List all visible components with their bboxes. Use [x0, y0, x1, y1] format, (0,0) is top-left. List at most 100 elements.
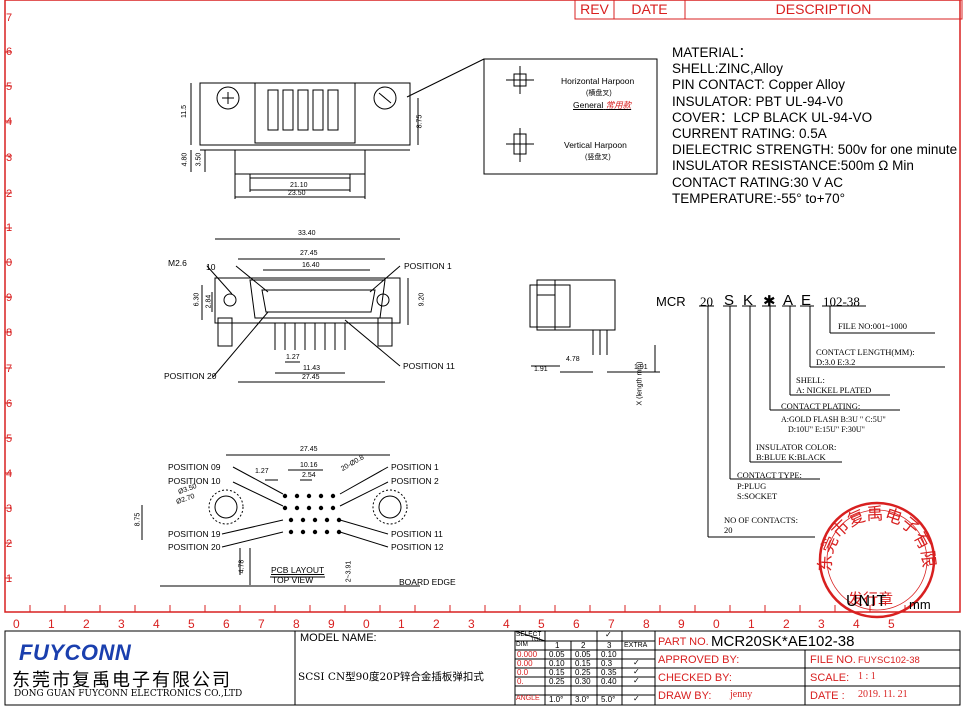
- bottom-tick: 3: [818, 617, 825, 631]
- pcb-position-09: POSITION 09: [168, 462, 221, 472]
- pn-shell-title: SHELL:: [796, 375, 825, 385]
- left-tick: 6: [6, 46, 13, 58]
- spec-line: TEMPERATURE:-55° to+70°: [672, 190, 845, 206]
- tol-cell: 1.0°: [549, 695, 564, 704]
- bottom-tick: 0: [713, 617, 720, 631]
- dim-front-w-bot2: 27.45: [302, 374, 320, 381]
- tol-cell: ✓: [633, 658, 640, 667]
- tol-cell: 0.30: [575, 677, 591, 686]
- tol-col-2: 2: [581, 641, 586, 650]
- bottom-tick: 6: [223, 617, 230, 631]
- left-tick: 1: [6, 573, 13, 585]
- tol-col-3: 3: [607, 641, 612, 650]
- bottom-tick: 4: [503, 617, 510, 631]
- date-value: 2019. 11. 21: [858, 689, 908, 700]
- part-code-file: 102-38: [823, 294, 860, 309]
- left-tick: 2: [6, 538, 13, 550]
- unit-label: UNIT: [846, 593, 888, 610]
- part-code-type: S: [724, 292, 735, 309]
- m2-6-label: M2.6: [168, 258, 187, 268]
- tol-cell: 3.0°: [575, 695, 590, 704]
- spec-line: COVER：LCP BLACK UL-94-VO: [672, 109, 873, 125]
- pn-insulator-title: INSULATOR COLOR:: [756, 442, 837, 452]
- bottom-tick: 5: [188, 617, 195, 631]
- unit-value: mm: [909, 597, 931, 612]
- dim-top-h1: 11.5: [181, 104, 189, 119]
- company-name-en: DONG GUAN FUYCONN ELECTRONICS CO.,LTD: [14, 689, 243, 699]
- pcb-position-12: POSITION 12: [391, 542, 444, 552]
- pn-plating-line2: D:10U" E:15U" F:30U": [788, 425, 865, 434]
- tol-cell: 0.00: [517, 659, 533, 668]
- pcb-position-10: POSITION 10: [168, 476, 221, 486]
- part-prefix: MCR: [656, 294, 686, 309]
- x-length-label: X (length mm): [636, 361, 644, 406]
- bottom-tick: 4: [853, 617, 860, 631]
- dim-top-h3: 4.80: [181, 152, 189, 167]
- board-edge-label: BOARD EDGE: [399, 577, 456, 587]
- bottom-tick: 8: [293, 617, 300, 631]
- model-name-value: SCSI CN型90度20P锌合金插板弹扣式: [298, 671, 484, 683]
- harpoon-vertical-cn: (竖盘叉): [585, 154, 611, 161]
- tol-cell: 0.10: [549, 659, 565, 668]
- pn-contacts-val: 20: [724, 525, 733, 535]
- pcb-position-19: POSITION 19: [168, 529, 221, 539]
- part-code-shell: A: [783, 292, 794, 309]
- dim-pcb-h-side: 8.75: [134, 512, 142, 527]
- top-view-title: TOP VIEW: [272, 575, 314, 585]
- left-tick: 7: [6, 363, 13, 375]
- bottom-tick: 0: [13, 617, 20, 631]
- left-tick: 8: [6, 327, 13, 339]
- part-no-label: PART NO.: [658, 636, 709, 648]
- revision-header: REV DATE DESCRIPTION: [575, 0, 963, 19]
- dim-front-w-inner: 16.40: [302, 262, 320, 269]
- bottom-tick: 7: [258, 617, 265, 631]
- draw-by-label: DRAW BY:: [658, 690, 712, 702]
- pcb-layout-title: PCB LAYOUT: [271, 565, 325, 575]
- pn-plating-line1: A:GOLD FLASH B:3U " C:5U": [781, 415, 886, 424]
- position-20-label: POSITION 20: [164, 371, 217, 381]
- harpoon-horizontal-cn: (横盘叉): [586, 90, 612, 97]
- model-name-label: MODEL NAME:: [300, 632, 377, 644]
- spec-line: INSULATOR RESISTANCE:500m Ω Min: [672, 158, 914, 174]
- file-no-label: FILE NO.: [810, 654, 856, 666]
- spec-line: INSULATOR: PBT UL-94-V0: [672, 93, 844, 109]
- tol-tol-label: TOL: [531, 637, 542, 643]
- left-tick: 4: [6, 116, 13, 128]
- file-no-value: FUYSC102-38: [858, 655, 920, 666]
- part-code-contacts: 20: [700, 294, 713, 309]
- tol-cell: 0.: [517, 677, 524, 686]
- bottom-tick: 9: [678, 617, 685, 631]
- company-name-cn: 东莞市复禹电子有限公司: [12, 670, 232, 691]
- general-en: General: [573, 100, 604, 110]
- tol-col-1: 1: [555, 641, 560, 650]
- tol-cell: 0.05: [549, 650, 565, 659]
- dim-top-w1: 21.10: [290, 182, 308, 189]
- tol-dim-label: DIM: [516, 641, 528, 648]
- dim-side-d1: 4.78: [566, 356, 580, 363]
- dim-pcb-w-a: 10.16: [300, 462, 318, 469]
- dim-front-h-left2: 2.84: [205, 294, 213, 309]
- stamp-center-text: 发行章: [848, 590, 894, 608]
- dim-pcb-h-b: 2~3.91: [345, 560, 353, 583]
- dim-top-h2: 8.75: [416, 114, 424, 129]
- date-label: DATE :: [810, 690, 845, 702]
- bottom-tick: 2: [783, 617, 790, 631]
- harpoon-general-label: General 常用款: [573, 99, 631, 111]
- dim-top-w2: 23.50: [288, 190, 306, 197]
- pn-contact-type-p: P:PLUG: [737, 481, 767, 491]
- spec-line: CURRENT RATING: 0.5A: [672, 126, 827, 142]
- spec-line: CONTACT RATING:30 V AC: [672, 174, 844, 190]
- fuyconn-logo: FUYCONN: [19, 640, 132, 665]
- pcb-position-1: POSITION 1: [391, 462, 439, 472]
- dim-side-d2: 1.91: [534, 366, 548, 373]
- pin-10-label: 10: [206, 262, 216, 272]
- pn-file-no: FILE NO:001~1000: [838, 321, 908, 331]
- pcb-holes: [282, 493, 342, 535]
- harpoon-horizontal-label: Horizontal Harpoon: [561, 76, 635, 86]
- tol-cell: ✓: [633, 694, 640, 703]
- left-tick: 5: [6, 433, 13, 445]
- pn-insulator-vals: B:BLUE K:BLACK: [756, 452, 826, 462]
- pn-contact-type-s: S:SOCKET: [737, 491, 778, 501]
- dim-front-h-right: 9.20: [418, 292, 426, 307]
- dim-side-d3: 1.91: [634, 364, 648, 371]
